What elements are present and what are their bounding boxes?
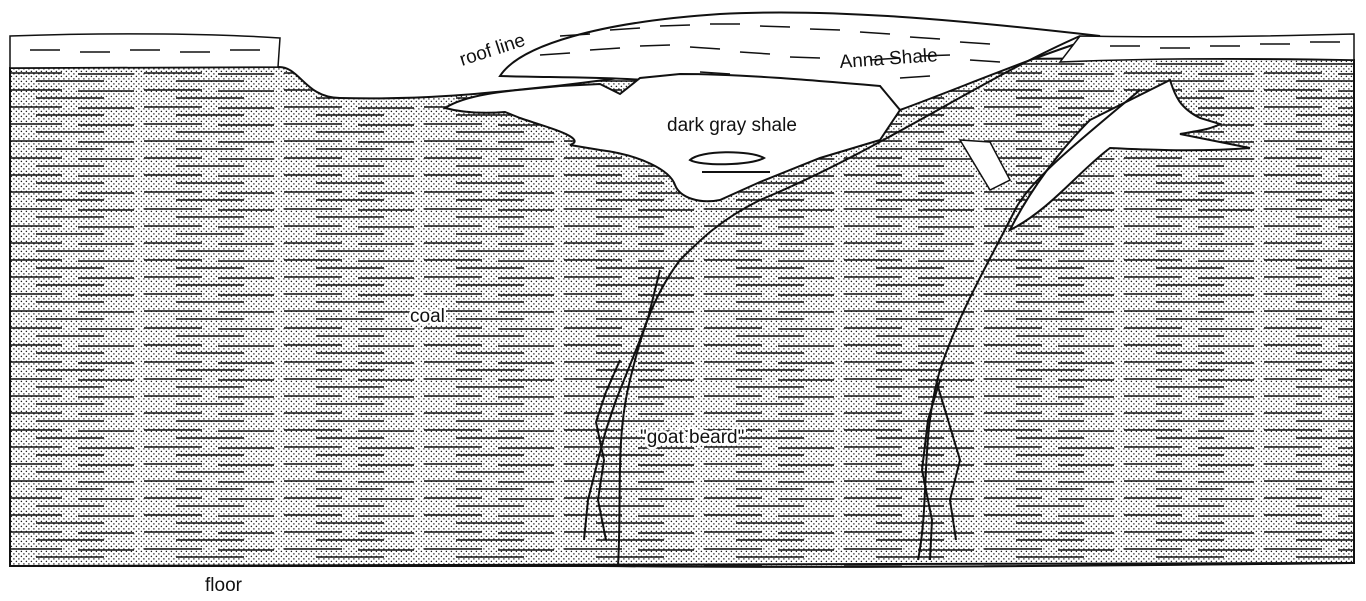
label-goat-beard: "goat beard" xyxy=(640,427,744,448)
label-coal: coal xyxy=(410,306,445,327)
label-floor: floor xyxy=(205,575,243,596)
label-dark-gray-shale: dark gray shale xyxy=(667,115,797,136)
